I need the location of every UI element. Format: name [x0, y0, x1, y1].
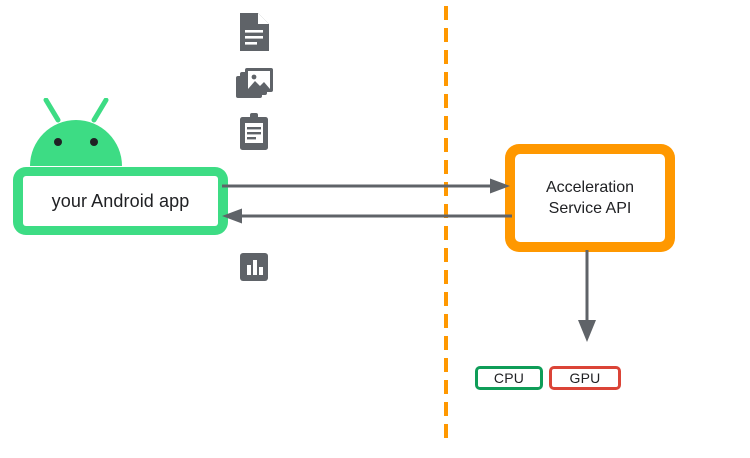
- android-app-box-inner: your Android app: [23, 176, 218, 226]
- api-label-line-2: Service API: [548, 200, 632, 217]
- cpu-chip: CPU: [475, 366, 543, 390]
- acceleration-service-api-box: Acceleration Service API: [505, 144, 675, 252]
- android-app-label: your Android app: [51, 190, 190, 211]
- gpu-chip-label: GPU: [569, 370, 601, 386]
- document-icon: [238, 12, 270, 57]
- acceleration-service-api-box-inner: Acceleration Service API: [515, 154, 665, 242]
- clipboard-icon: [237, 113, 271, 156]
- android-app-box: your Android app: [13, 167, 228, 235]
- request-arrow: [222, 178, 510, 194]
- cpu-chip-label: CPU: [493, 370, 525, 386]
- gpu-chip: GPU: [549, 366, 621, 390]
- response-arrow: [222, 208, 512, 224]
- api-label-line-1: Acceleration: [545, 178, 635, 196]
- android-robot-head-icon: [22, 97, 130, 166]
- photos-icon: [236, 66, 274, 107]
- bar-chart-icon: [240, 253, 268, 286]
- dashed-divider-icon: [444, 6, 448, 446]
- dispatch-arrow: [578, 250, 596, 342]
